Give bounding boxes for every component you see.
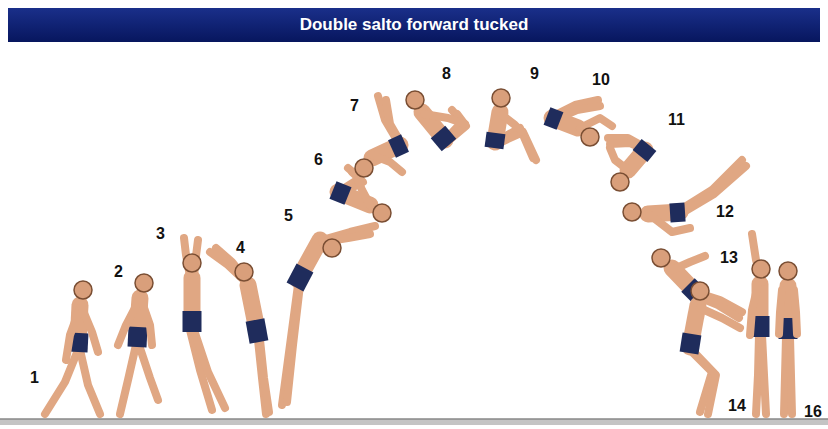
figure-part xyxy=(333,190,348,196)
figure-part xyxy=(323,239,341,257)
figure-part xyxy=(547,116,560,121)
figure-part xyxy=(623,203,641,221)
gymnast-figure xyxy=(547,100,612,146)
figure-part xyxy=(194,330,225,408)
figure-part xyxy=(610,148,628,170)
figure-part xyxy=(492,89,510,107)
callout-number: 11 xyxy=(668,112,685,128)
callout-number: 3 xyxy=(156,226,165,242)
figure-part xyxy=(652,249,670,267)
figure-part xyxy=(692,350,716,414)
figure-part xyxy=(502,115,522,132)
figure-part xyxy=(118,302,138,345)
figure-part xyxy=(762,335,766,414)
figure-part xyxy=(779,290,782,334)
callout-number: 2 xyxy=(114,264,123,280)
figure-part xyxy=(295,268,305,287)
figure-part xyxy=(255,320,259,342)
gymnast-figure xyxy=(623,160,746,232)
figure-part xyxy=(779,262,797,280)
callout-number: 13 xyxy=(720,250,738,266)
gymnast-figure xyxy=(282,226,375,405)
figure-part xyxy=(135,274,153,292)
figure-part xyxy=(784,337,786,414)
callout-number: 6 xyxy=(314,152,323,168)
figure-part xyxy=(691,282,709,300)
figure-part xyxy=(581,128,599,146)
gymnast-figure xyxy=(608,138,649,191)
gymnast-figure xyxy=(210,248,269,414)
figure-part xyxy=(580,118,612,128)
figure-part xyxy=(392,143,405,149)
figure-part xyxy=(355,159,373,177)
figure-part xyxy=(611,173,629,191)
figure-part xyxy=(406,91,424,109)
callout-number: 1 xyxy=(30,370,39,386)
figure-part xyxy=(689,334,692,353)
figure-part xyxy=(0,418,828,420)
figure-part xyxy=(142,302,152,345)
diagram-title: Double salto forward tucked xyxy=(8,8,820,42)
callout-number: 12 xyxy=(716,204,734,220)
figure-part xyxy=(752,260,770,278)
figure-part xyxy=(78,333,79,352)
figure-part xyxy=(235,263,253,281)
figure-part xyxy=(183,254,201,272)
figure-part xyxy=(680,160,742,210)
callout-number: 16 xyxy=(804,404,822,420)
figure-part xyxy=(438,132,449,145)
figure-part xyxy=(794,290,797,334)
figure-part xyxy=(137,327,138,347)
callout-number: 4 xyxy=(236,240,245,256)
gymnast-figure xyxy=(689,282,740,414)
gymnast-figure xyxy=(183,238,225,410)
figure-part xyxy=(45,350,78,414)
figure-part xyxy=(756,335,759,414)
callout-number: 10 xyxy=(592,72,610,88)
figure-part xyxy=(80,350,100,414)
gymnast-figure xyxy=(45,281,100,414)
figure-part xyxy=(287,285,300,402)
gymnast-figure xyxy=(406,91,466,145)
figure-part xyxy=(183,311,202,332)
callout-number: 7 xyxy=(350,98,359,114)
figure-part xyxy=(670,212,685,213)
figure-part xyxy=(640,145,649,156)
gymnast-figure xyxy=(750,234,770,414)
figure-part xyxy=(120,345,136,414)
figure-part xyxy=(74,281,92,299)
figure-part xyxy=(750,285,758,335)
figure-part xyxy=(790,337,792,414)
figure-part xyxy=(0,419,828,425)
figure-part xyxy=(672,256,705,270)
callout-number: 14 xyxy=(728,398,746,414)
gymnast-figure xyxy=(355,96,405,177)
figure-part xyxy=(494,133,496,148)
gymnast-figure xyxy=(118,274,158,414)
gymnast-figure xyxy=(492,89,536,160)
figure-part xyxy=(424,114,465,124)
figure-part xyxy=(139,345,158,400)
ground xyxy=(0,419,828,425)
figure-part xyxy=(700,308,740,328)
figure-part xyxy=(358,180,370,205)
gymnast-figure xyxy=(779,262,797,414)
figure-part xyxy=(682,166,746,213)
figure-part xyxy=(373,204,391,222)
figure-part xyxy=(260,340,269,412)
figure-part xyxy=(650,215,690,232)
figure-part xyxy=(372,155,402,172)
callout-number: 5 xyxy=(284,208,293,224)
figure-part xyxy=(82,308,98,352)
callout-number: 9 xyxy=(530,66,539,82)
callout-number: 8 xyxy=(442,66,451,82)
figure-part xyxy=(66,308,80,360)
